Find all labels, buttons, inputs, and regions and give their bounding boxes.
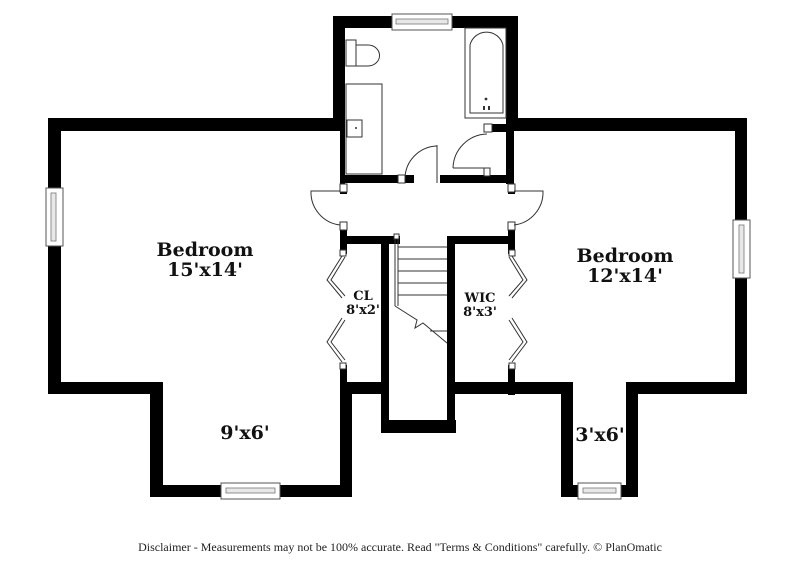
room-dims: 3'x6' bbox=[575, 424, 625, 446]
room-name: Bedroom bbox=[156, 239, 254, 261]
bath-fixtures bbox=[345, 27, 507, 175]
window-bath-top bbox=[391, 13, 453, 31]
window-right-bedroom bbox=[732, 219, 751, 279]
room-label-bedroom-right: Bedroom 12'x14' bbox=[555, 245, 695, 287]
window-left-bedroom bbox=[45, 187, 64, 247]
room-dims: 9'x6' bbox=[220, 422, 270, 444]
windows bbox=[45, 13, 751, 500]
toilet-icon bbox=[345, 39, 380, 67]
door-wic-bifold bbox=[508, 249, 528, 370]
window-left-alcove bbox=[220, 482, 281, 500]
door-right-bedroom bbox=[507, 183, 544, 231]
room-label-alcove-right: 3'x6' bbox=[566, 424, 634, 446]
staircase bbox=[393, 233, 448, 344]
door-bath bbox=[397, 145, 438, 184]
door-closet-bifold bbox=[326, 249, 347, 370]
vanity-icon bbox=[345, 83, 383, 175]
room-name: CL bbox=[353, 289, 373, 304]
room-label-alcove-left: 9'x6' bbox=[190, 422, 300, 444]
door-left-bedroom bbox=[310, 183, 348, 231]
room-dims: 8'x2' bbox=[346, 302, 380, 318]
doors bbox=[310, 123, 544, 370]
room-dims: 12'x14' bbox=[587, 264, 663, 287]
window-right-alcove bbox=[577, 482, 622, 500]
room-label-bedroom-left: Bedroom 15'x14' bbox=[135, 239, 275, 281]
disclaimer-text: Disclaimer - Measurements may not be 100… bbox=[138, 540, 662, 554]
room-name: WIC bbox=[464, 291, 496, 306]
room-dims: 8'x3' bbox=[463, 304, 497, 320]
bathtub-icon bbox=[464, 27, 507, 119]
room-dims: 15'x14' bbox=[167, 258, 243, 281]
room-label-closet: CL 8'x2' bbox=[338, 290, 388, 317]
room-label-wic: WIC 8'x3' bbox=[452, 292, 508, 319]
room-name: Bedroom bbox=[576, 245, 674, 267]
door-linen bbox=[452, 123, 493, 177]
